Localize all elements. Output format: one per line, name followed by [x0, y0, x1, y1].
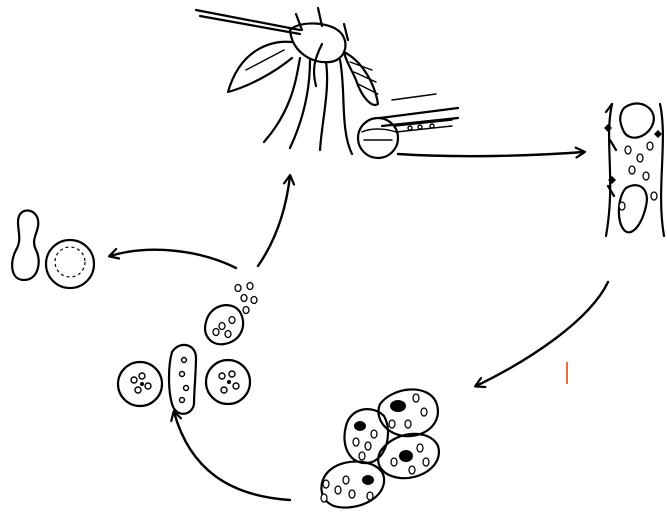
arrow-to-mosquito [258, 176, 290, 266]
liver-tissue-icon [604, 103, 664, 236]
accent-mark [566, 362, 568, 384]
arrow-to-gametocytes [110, 250, 236, 268]
gametocytes-icon [12, 211, 94, 289]
infected-red-blood-cells-icon [118, 345, 250, 414]
infected-hepatocytes-icon [321, 389, 439, 507]
merozoites-icon [205, 283, 257, 345]
arrow-to-liver [398, 152, 584, 156]
arrow-to-infected-cells [476, 282, 608, 386]
mosquito-feeding-icon [196, 8, 458, 158]
arrow-to-blood-cells [174, 412, 290, 500]
